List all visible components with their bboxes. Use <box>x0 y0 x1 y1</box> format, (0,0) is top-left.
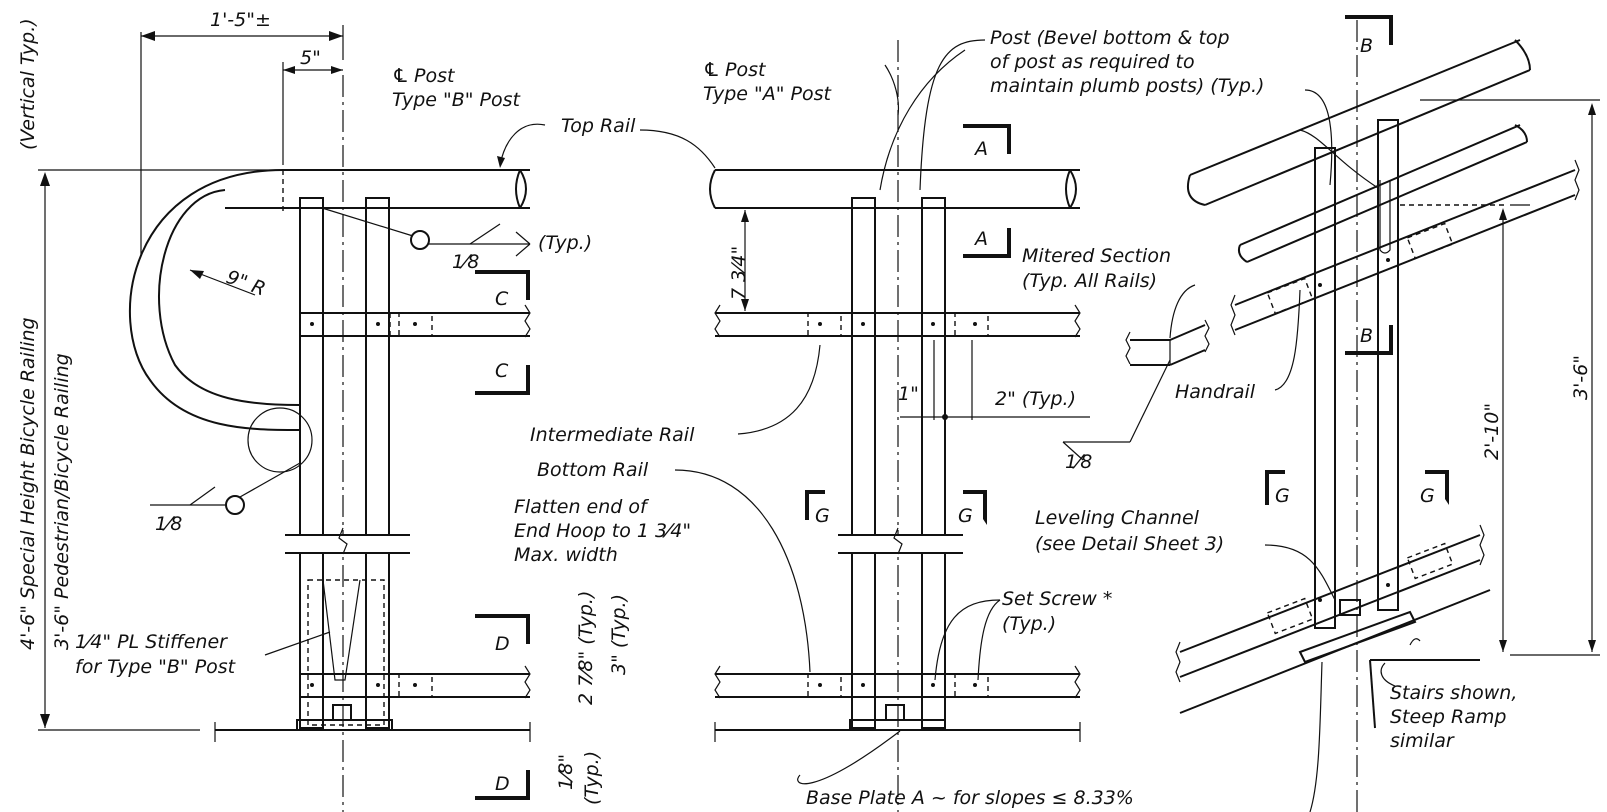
dim-2in: 2" (Typ.) <box>995 388 1076 410</box>
cl-post-label-a: Post <box>725 59 767 81</box>
mitered-label-2: (Typ. All Rails) <box>1022 270 1157 292</box>
section-a-bottom: A <box>973 228 988 250</box>
section-b-top: B <box>1360 35 1373 57</box>
stairs-label-1: Stairs shown, <box>1390 682 1517 704</box>
stiffener-label-2: for Type "B" Post <box>75 656 237 678</box>
dim-18: 1⁄8" <box>555 754 577 790</box>
post-bevel-1: Post (Bevel bottom & top <box>990 27 1230 49</box>
radius-label: 9" R <box>223 266 268 300</box>
cl-post-type-a: Type "A" Post <box>703 83 832 105</box>
right-isometric-view <box>1175 15 1600 812</box>
set-screw-1: Set Screw * <box>1002 588 1112 610</box>
flatten-label-2: End Hoop to 1 3⁄4" <box>514 520 691 542</box>
dim-5in: 5" <box>300 47 321 69</box>
leveling-label-1: Leveling Channel <box>1035 507 1200 529</box>
handrail-label: Handrail <box>1175 381 1256 403</box>
dim-210: 2'-10" <box>1481 403 1503 460</box>
section-g-mid-left: G <box>815 505 830 527</box>
centerline-symbol-b: ℄ <box>392 65 409 87</box>
weld-size-top: 1⁄8 <box>452 251 479 273</box>
top-rail-label-left: Top Rail <box>561 115 636 137</box>
height-36-label: 3'-6" Pedestrian/Bicycle Railing <box>51 353 73 650</box>
bottom-rail-label: Bottom Rail <box>537 459 649 481</box>
weld-size-right: 1⁄8 <box>1065 451 1092 473</box>
dim-278: 2 7⁄8" (Typ.) <box>575 591 597 705</box>
annotation-labels: 1'-5"± 5" ℄ Post Type "B" Post (Vertical… <box>17 9 1592 809</box>
section-g-right-right: G <box>1420 485 1435 507</box>
middle-elevation-view <box>639 39 1090 812</box>
set-screw-2: (Typ.) <box>1002 613 1056 635</box>
stiffener-label-1: 1⁄4" PL Stiffener <box>75 631 228 653</box>
vertical-typ-label: (Vertical Typ.) <box>17 18 39 150</box>
dim-top-width: 1'-5"± <box>210 9 271 31</box>
dim-36-right: 3'-6" <box>1570 355 1592 400</box>
cl-post-label-b: Post <box>414 65 456 87</box>
leveling-label-2: (see Detail Sheet 3) <box>1035 533 1224 555</box>
section-g-right-left: G <box>1275 485 1290 507</box>
section-d-top: D <box>495 633 510 655</box>
section-g-mid-right: G <box>958 505 973 527</box>
mitered-section-detail <box>1062 284 1210 461</box>
left-elevation-view <box>38 25 546 812</box>
section-c-top: C <box>495 288 509 310</box>
centerline-symbol-a: ℄ <box>703 59 720 81</box>
dim-3: 3" (Typ.) <box>608 594 630 675</box>
dim-18-typ: (Typ.) <box>581 751 603 805</box>
section-b-bottom: B <box>1360 325 1373 347</box>
post-bevel-2: of post as required to <box>990 51 1195 73</box>
section-d-bottom: D <box>495 773 510 795</box>
mitered-label-1: Mitered Section <box>1022 245 1171 267</box>
weld-size-left: 1⁄8 <box>155 513 182 535</box>
dim-1in: 1" <box>898 383 919 405</box>
flatten-label-1: Flatten end of <box>514 496 650 518</box>
cl-post-type-b: Type "B" Post <box>392 89 522 111</box>
stairs-label-2: Steep Ramp <box>1390 706 1506 728</box>
intermediate-rail-label: Intermediate Rail <box>530 424 695 446</box>
base-plate-label: Base Plate A ~ for slopes ≤ 8.33% <box>806 787 1134 809</box>
section-a-top: A <box>973 138 988 160</box>
section-c-bottom: C <box>495 360 509 382</box>
dim-734: 7 3⁄4" <box>728 246 750 300</box>
typ-label: (Typ.) <box>538 232 592 254</box>
flatten-label-3: Max. width <box>514 544 618 566</box>
height-456-label: 4'-6" Special Height Bicycle Railing <box>17 317 39 650</box>
post-bevel-3: maintain plumb posts) (Typ.) <box>990 75 1264 97</box>
stairs-label-3: similar <box>1390 730 1455 752</box>
